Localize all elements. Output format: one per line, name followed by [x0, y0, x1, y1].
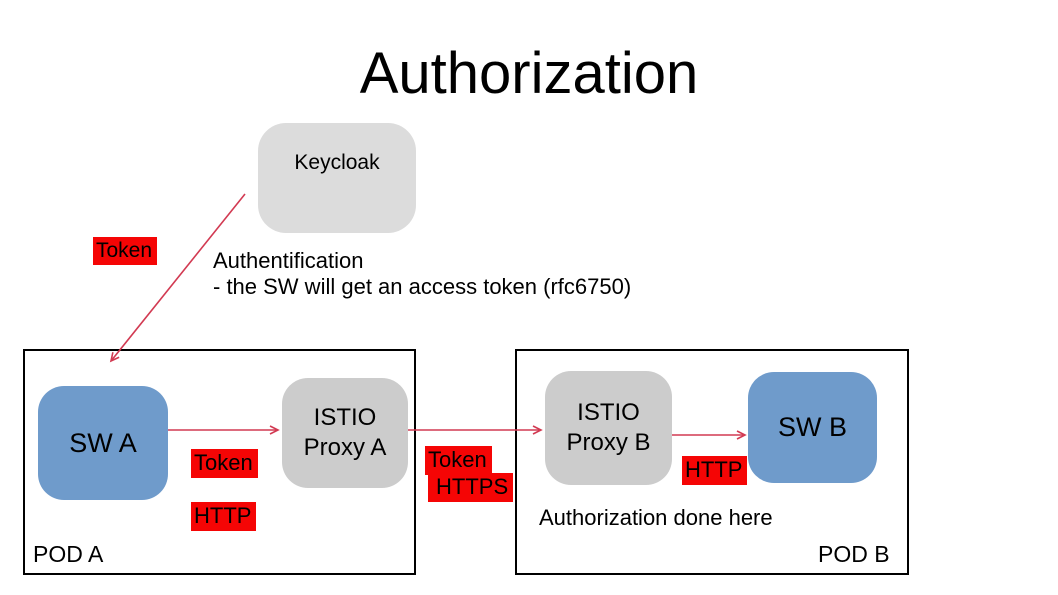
https-mesh-label: HTTPS — [428, 473, 514, 503]
http-pod-b-label: HTTP — [682, 456, 748, 486]
pod-b-box — [515, 349, 909, 575]
istio-proxy-a-label: ISTIO Proxy A — [303, 404, 387, 461]
sw-b-label: SW B — [777, 412, 847, 442]
pod-a-label: POD A — [33, 541, 104, 567]
token-mesh-label: Token — [425, 446, 492, 476]
page-title: Authorization — [359, 41, 699, 106]
authentification-note: Authentification - the SW will get an ac… — [213, 248, 631, 300]
http-pod-a-label: HTTP — [191, 502, 257, 532]
pod-b-label: POD B — [818, 541, 890, 567]
istio-proxy-a-node: ISTIO Proxy A — [282, 378, 408, 488]
authentification-note-line1: Authentification — [213, 248, 364, 273]
istio-proxy-b-label: ISTIO Proxy B — [566, 399, 651, 456]
token-pod-a-label: Token — [191, 449, 258, 479]
keycloak-node: Keycloak — [258, 123, 416, 233]
authentification-note-line2: - the SW will get an access token (rfc67… — [213, 274, 632, 299]
sw-a-label: SW A — [69, 427, 137, 458]
keycloak-label: Keycloak — [294, 151, 380, 174]
authorization-note: Authorization done here — [539, 505, 773, 530]
sw-a-node: SW A — [38, 386, 168, 500]
istio-proxy-b-node: ISTIO Proxy B — [545, 371, 672, 485]
token-auth-label: Token — [93, 237, 158, 266]
sw-b-node: SW B — [748, 372, 877, 483]
